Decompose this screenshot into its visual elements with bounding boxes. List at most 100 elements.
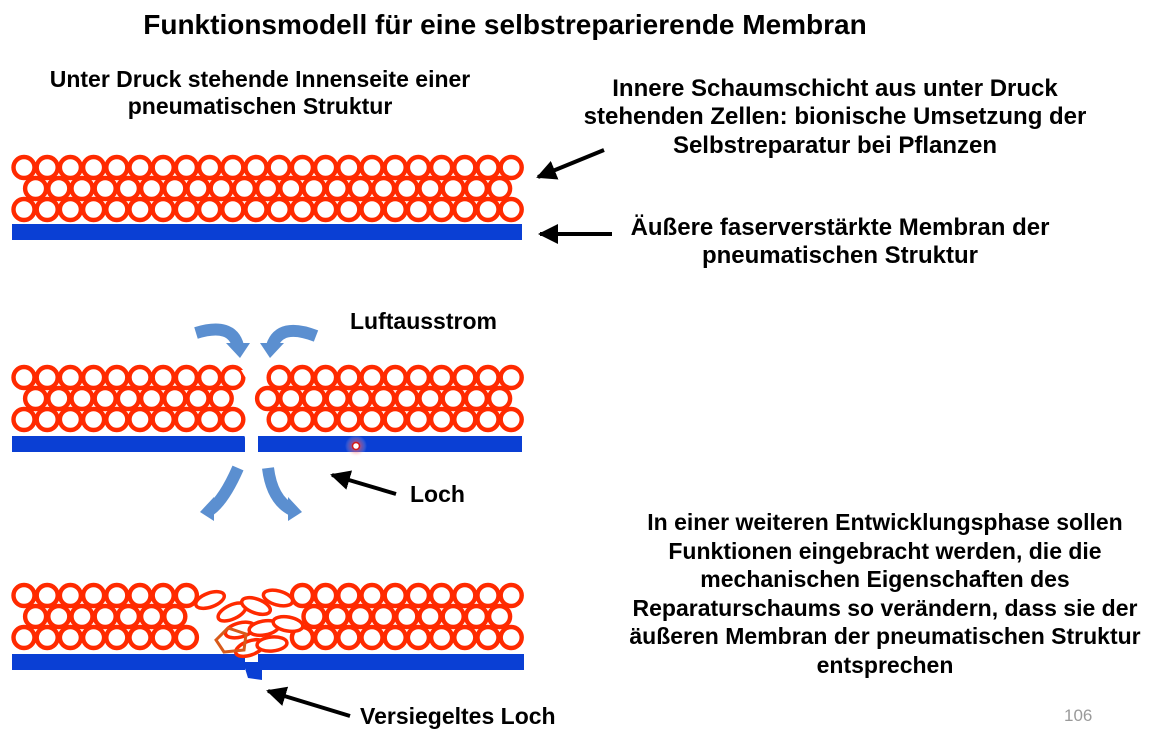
foam-cell <box>359 196 385 223</box>
foam-cell <box>34 364 60 391</box>
foam-cell <box>463 175 490 202</box>
foam-cell <box>347 385 374 412</box>
foam-cell <box>463 385 490 412</box>
foam-cell <box>463 603 490 630</box>
foam-cell <box>34 582 60 609</box>
foam-cell <box>11 364 37 391</box>
foam-cell <box>173 582 200 609</box>
foam-cell <box>452 196 478 223</box>
foam-cell <box>150 196 176 223</box>
repair-foam-cell <box>271 614 305 634</box>
arrow-left-icon <box>330 470 397 496</box>
foam-cell <box>405 196 432 223</box>
slide-title: Funktionsmodell für eine selbstrepariere… <box>143 9 867 40</box>
foam-cell <box>11 624 37 651</box>
arrow-left-icon <box>266 686 351 718</box>
sealed-structure <box>11 582 524 680</box>
foam-cell <box>185 385 211 412</box>
foam-cell <box>173 406 200 433</box>
foam-cell <box>150 582 176 609</box>
foam-cell <box>162 385 188 412</box>
foam-cell <box>80 364 107 391</box>
foam-cell <box>11 196 37 223</box>
foam-cell <box>498 582 524 609</box>
foam-cell <box>57 582 84 609</box>
foam-cell <box>104 624 130 651</box>
foam-cell <box>359 624 385 651</box>
foam-cell <box>57 364 84 391</box>
foam-cell <box>486 385 513 412</box>
foam-cell <box>208 385 234 412</box>
foam-cell <box>301 175 327 202</box>
foam-cell <box>301 385 327 412</box>
foam-cell <box>382 364 408 391</box>
foam-cell <box>69 385 95 412</box>
foam-cell <box>359 582 385 609</box>
foam-cell <box>452 154 478 181</box>
foam-cell <box>475 624 501 651</box>
foam-cell <box>173 624 200 651</box>
foam-cell <box>115 385 142 412</box>
foam-cell <box>220 196 246 223</box>
foam-cell <box>127 582 153 609</box>
foam-cell <box>104 364 130 391</box>
foam-cell <box>127 196 153 223</box>
foam-cell <box>498 196 524 223</box>
foam-cell <box>11 582 37 609</box>
foam-cell <box>104 154 130 181</box>
foam-cell <box>150 154 176 181</box>
sealed-hole-label: Versiegeltes Loch <box>360 703 556 729</box>
foam-cell <box>336 154 362 181</box>
foam-cells-punctured <box>11 364 524 433</box>
foam-cell <box>196 364 223 391</box>
foam-cell <box>22 175 49 202</box>
foam-cell <box>104 196 130 223</box>
foam-cell <box>34 196 60 223</box>
sealant-patch <box>214 626 248 654</box>
foam-cell <box>498 624 524 651</box>
foam-cell <box>266 406 292 433</box>
outer-membrane-label: Äußere faserverstärkte Membran der pneum… <box>630 214 1050 270</box>
foam-cell <box>428 406 455 433</box>
sealed-membrane-dip <box>243 662 262 680</box>
foam-cell <box>34 406 60 433</box>
foam-cell <box>162 175 188 202</box>
foam-cell <box>289 582 316 609</box>
foam-cell <box>428 196 455 223</box>
foam-cell <box>138 603 165 630</box>
foam-cell <box>312 624 339 651</box>
foam-cell <box>92 175 118 202</box>
foam-cell <box>312 582 339 609</box>
intact-structure <box>11 154 524 240</box>
repair-foam-cell <box>239 595 273 617</box>
foam-cell <box>127 406 153 433</box>
foam-cell <box>92 385 118 412</box>
inner-side-label: Unter Druck stehende Innenseite einer pn… <box>49 66 471 120</box>
foam-cell <box>359 364 385 391</box>
foam-cell <box>336 196 362 223</box>
curved-arrow-icon-head <box>260 343 284 358</box>
air-flow-arrows <box>194 323 319 521</box>
foam-layer-label: Innere Schaumschicht aus unter Druck ste… <box>583 75 1087 159</box>
foam-cell <box>440 603 466 630</box>
air-outflow-label: Luftausstrom <box>350 308 497 334</box>
foam-cell <box>220 406 246 433</box>
foam-cell <box>336 364 362 391</box>
foam-cell <box>80 406 107 433</box>
foam-cell <box>254 385 281 412</box>
foam-cell <box>46 385 72 412</box>
foam-cell <box>80 624 107 651</box>
outer-membrane-sealed-right <box>258 654 524 670</box>
foam-cell <box>231 175 258 202</box>
foam-cell <box>104 406 130 433</box>
foam-cell <box>428 364 455 391</box>
hole-label: Loch <box>410 481 465 507</box>
curved-arrow-icon <box>194 323 244 348</box>
foam-cell <box>92 603 118 630</box>
punctured-structure <box>11 364 524 457</box>
pointer-arrows <box>266 148 612 718</box>
foam-cell <box>336 624 362 651</box>
foam-cell <box>80 582 107 609</box>
foam-cell <box>359 154 385 181</box>
curved-arrow-icon <box>206 465 244 515</box>
